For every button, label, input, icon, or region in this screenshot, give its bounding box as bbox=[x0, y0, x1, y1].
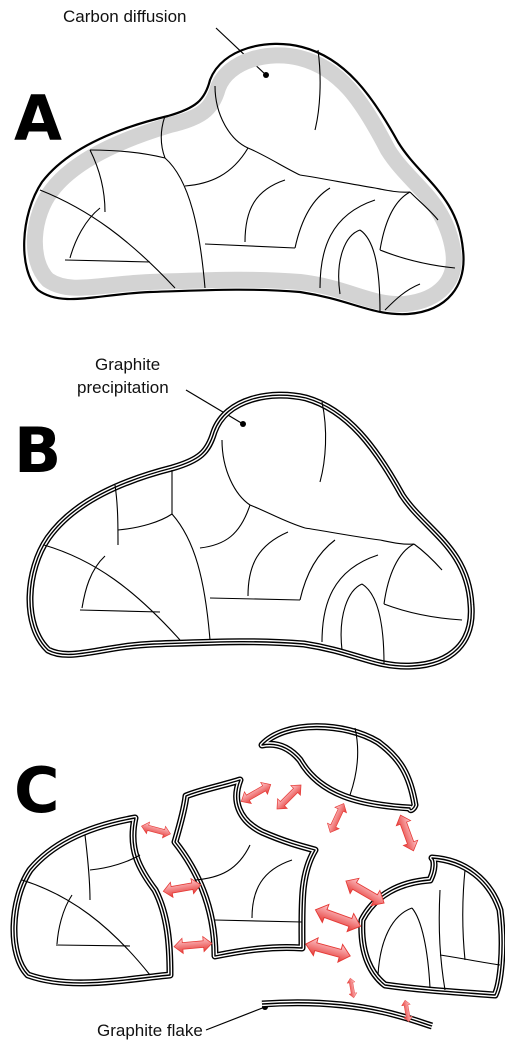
carbon-diffusion-zone bbox=[35, 55, 454, 304]
separation-arrow bbox=[342, 873, 389, 910]
panel-c-letter: C bbox=[14, 754, 60, 827]
graphite-precipitation-label-line1: Graphite bbox=[95, 355, 160, 374]
separation-arrow bbox=[238, 779, 274, 808]
fragment-lower-right bbox=[362, 858, 502, 995]
panel-b: B Graphite precipitation bbox=[14, 355, 471, 666]
panel-a: A Carbon diffusion bbox=[14, 7, 464, 314]
carbon-diffusion-dot bbox=[263, 72, 269, 78]
fragment-left bbox=[14, 818, 170, 983]
separation-arrow bbox=[346, 977, 357, 998]
separation-arrow bbox=[393, 813, 420, 854]
carbon-diffusion-label: Carbon diffusion bbox=[63, 7, 187, 26]
fragment-middle bbox=[175, 780, 315, 956]
separation-arrow bbox=[324, 801, 349, 835]
graphite-precipitation-dot bbox=[240, 421, 246, 427]
graphite-flake-label: Graphite flake bbox=[97, 1021, 203, 1040]
separation-arrow bbox=[173, 936, 212, 954]
panel-a-letter: A bbox=[14, 82, 62, 155]
graphite-precipitation-label-line2: precipitation bbox=[77, 378, 169, 397]
separation-arrow bbox=[303, 935, 352, 965]
panel-c: C Graphite flake bbox=[14, 727, 502, 1040]
separation-arrow bbox=[272, 780, 306, 814]
separation-arrow bbox=[312, 901, 364, 935]
grain-boundaries-b bbox=[44, 402, 462, 664]
graphite-flake-leader bbox=[206, 1007, 265, 1030]
panel-b-letter: B bbox=[14, 414, 61, 487]
separation-arrow bbox=[140, 820, 172, 839]
graphite-shell-b bbox=[30, 395, 471, 666]
